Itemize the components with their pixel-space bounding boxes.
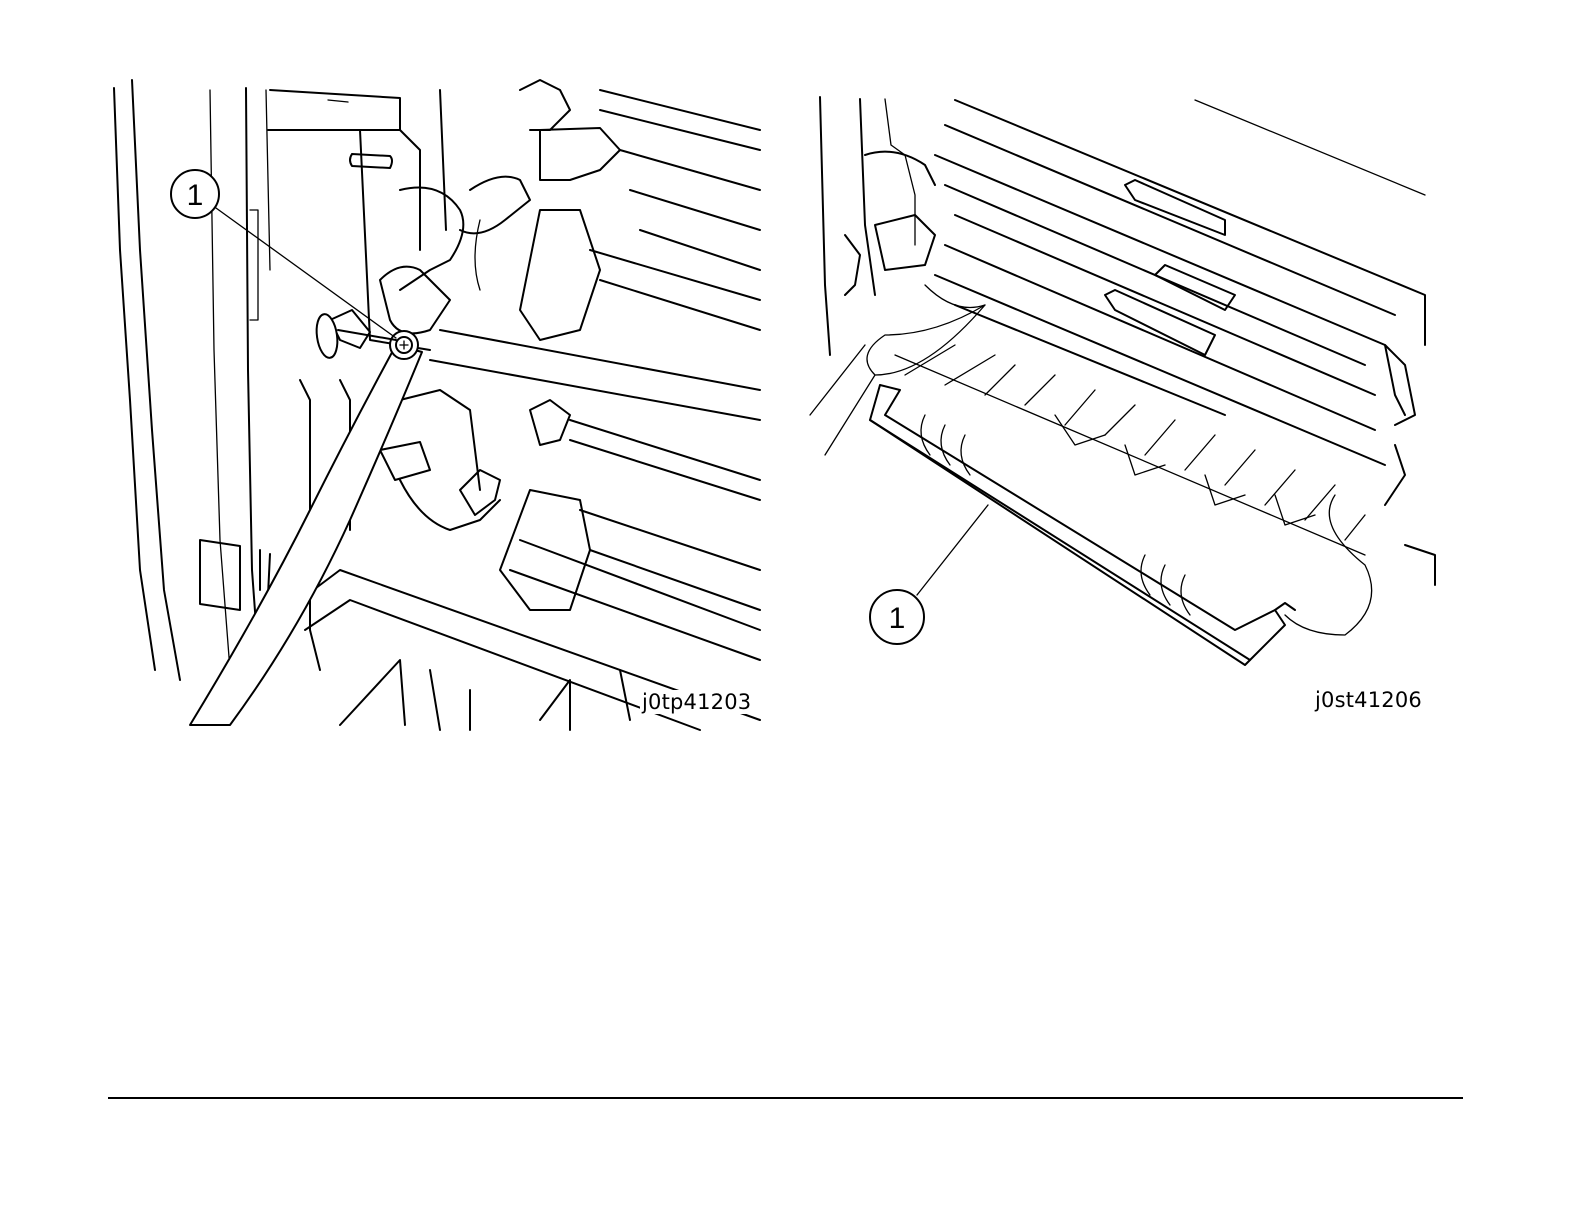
- transfer-roller: [870, 385, 1295, 665]
- figure-id-label: j0tp41203: [640, 690, 753, 714]
- callout-leader: [216, 208, 396, 338]
- illustration-transfer-roller: 1: [805, 85, 1445, 725]
- callout-leader: [917, 505, 988, 595]
- screwdriver: [190, 313, 422, 725]
- callout-number: 1: [889, 602, 906, 635]
- figure-id-label: j0st41206: [1313, 688, 1424, 712]
- footer-divider: [108, 1097, 1463, 1099]
- callout-marker: 1: [171, 170, 219, 218]
- figure-left: 1 j0tp41203: [100, 70, 780, 740]
- frame-side: [810, 97, 935, 455]
- figure-right: 1 j0st41206: [805, 85, 1445, 725]
- callout-number: 1: [187, 179, 204, 212]
- callout-marker: 1: [870, 590, 924, 644]
- illustration-front-interior: 1: [100, 70, 780, 740]
